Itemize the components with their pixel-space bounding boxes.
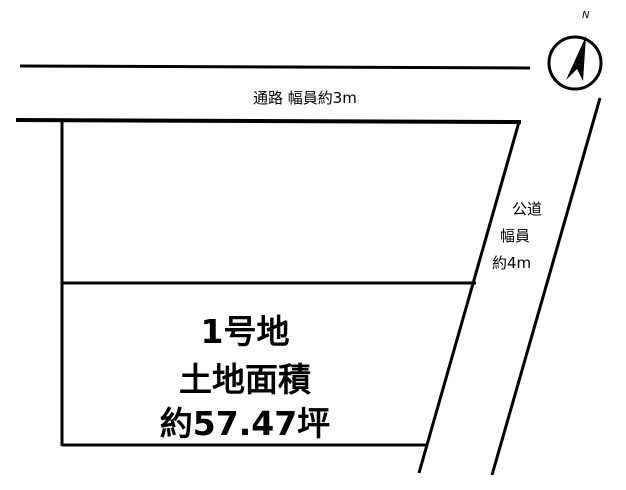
side-road-label-2: 幅員	[500, 227, 531, 245]
road-right-edge	[490, 97, 602, 476]
side-road-label-3: 約4m	[492, 254, 532, 272]
lot-area-label: 土地面積	[179, 360, 311, 399]
road-top-edge	[19, 64, 531, 70]
top-road-label: 通路 幅員約3m	[253, 89, 357, 107]
lot-area-value: 約57.47坪	[159, 404, 331, 443]
lot-name: 1号地	[200, 312, 290, 351]
side-road-label-1: 公道	[512, 200, 543, 218]
plot-right-edge	[417, 121, 521, 474]
plot-top-edge	[15, 118, 522, 124]
north-arrow-icon	[547, 35, 603, 91]
compass-north-label: N	[582, 10, 590, 21]
